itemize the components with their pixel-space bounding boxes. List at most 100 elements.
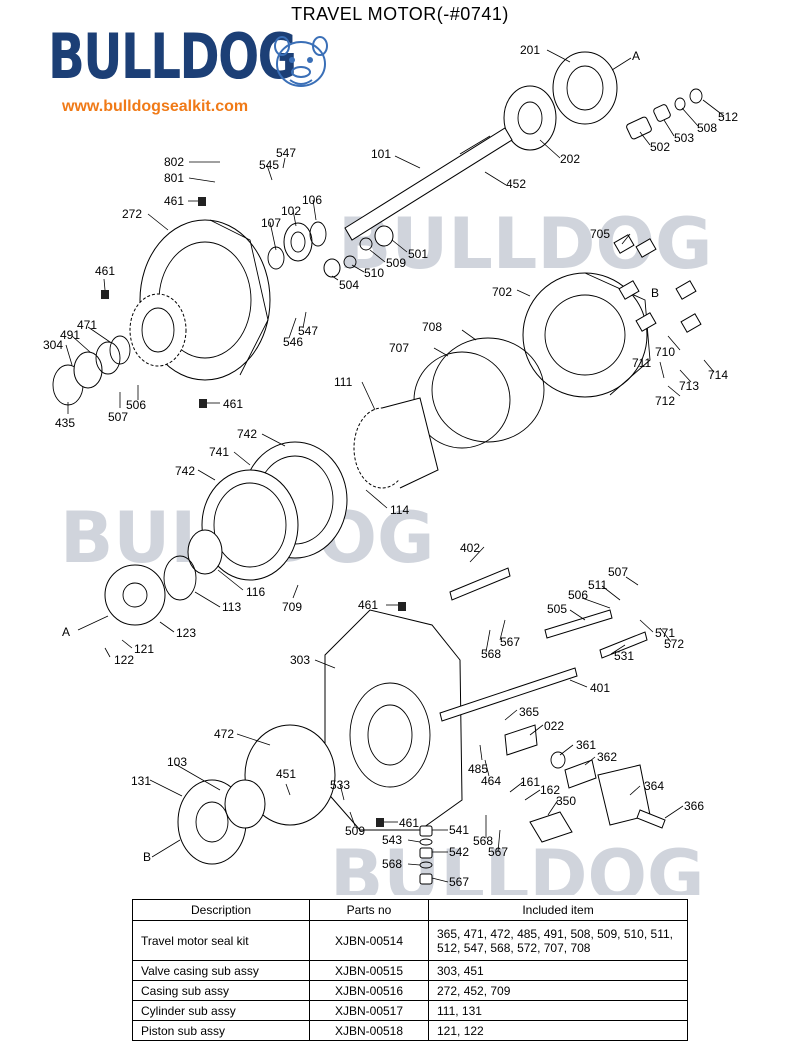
- callout-546: 546: [283, 335, 303, 349]
- callout-350: 350: [556, 794, 576, 808]
- callout-402: 402: [460, 541, 480, 555]
- callout-B: B: [143, 850, 151, 864]
- callout-labels: 201 A 512 508 503 502 202 101 452 802 80…: [43, 43, 738, 889]
- callout-461: 461: [164, 194, 184, 208]
- callout-401: 401: [590, 681, 610, 695]
- table-row: Piston sub assy XJBN-00518 121, 122: [132, 1020, 688, 1041]
- callout-366: 366: [684, 799, 704, 813]
- callout-568: 568: [473, 834, 493, 848]
- table-row: Valve casing sub assy XJBN-00515 303, 45…: [132, 960, 688, 981]
- leader-lines: [65, 49, 725, 883]
- page-title: TRAVEL MOTOR(-#0741): [291, 4, 509, 24]
- parts-705-springs: [613, 234, 702, 333]
- parts-461-plugs: [101, 197, 406, 827]
- cell-parts-no: XJBN-00516: [309, 980, 429, 1001]
- callout-567: 567: [488, 845, 508, 859]
- callout-507: 507: [608, 565, 628, 579]
- callout-123: 123: [176, 626, 196, 640]
- callout-503: 503: [674, 131, 694, 145]
- table-header-row: Description Parts no Included item: [132, 899, 688, 921]
- parts-435-491-471: [52, 335, 131, 406]
- callout-451: 451: [276, 767, 296, 781]
- part-472-gasket: [244, 724, 336, 826]
- callout-509: 509: [345, 824, 365, 838]
- part-702-housing: [522, 272, 651, 398]
- callout-103: 103: [167, 755, 187, 769]
- callout-122: 122: [114, 653, 134, 667]
- callout-131: 131: [131, 774, 151, 788]
- parts-505-531-spools: [544, 609, 648, 659]
- callout-365: 365: [519, 705, 539, 719]
- cell-included-item: 365, 471, 472, 485, 491, 508, 509, 510, …: [428, 920, 688, 961]
- parts-102-106-107: [267, 221, 327, 270]
- callout-741: 741: [209, 445, 229, 459]
- callout-107: 107: [261, 216, 281, 230]
- callout-802: 802: [164, 155, 184, 169]
- watermark-text: BULLDOG: [338, 203, 712, 285]
- callout-502: 502: [650, 140, 670, 154]
- callout-531: 531: [614, 649, 634, 663]
- column-header-parts-no: Parts no: [309, 899, 429, 921]
- callout-702: 702: [492, 285, 512, 299]
- callout-435: 435: [55, 416, 75, 430]
- callout-507: 507: [108, 410, 128, 424]
- cell-description: Casing sub assy: [132, 980, 310, 1001]
- cell-description: Travel motor seal kit: [132, 920, 310, 961]
- callout-541: 541: [449, 823, 469, 837]
- callout-491: 491: [60, 328, 80, 342]
- parts-541-543-stack: [419, 825, 433, 885]
- brand-logo: BULLDOG www.bulldogsealkit.com: [48, 26, 348, 126]
- callout-121: 121: [134, 642, 154, 656]
- cell-parts-no: XJBN-00517: [309, 1000, 429, 1021]
- callout-162: 162: [540, 783, 560, 797]
- callout-114: 114: [390, 503, 409, 517]
- cell-description: Piston sub assy: [132, 1020, 310, 1041]
- callout-508: 508: [697, 121, 717, 135]
- callout-304: 304: [43, 338, 63, 352]
- callout-116: 116: [246, 585, 265, 599]
- callout-504: 504: [339, 278, 359, 292]
- cell-parts-no: XJBN-00515: [309, 960, 429, 981]
- column-header-description: Description: [132, 899, 310, 921]
- callout-501: 501: [408, 247, 428, 261]
- part-304-gear: [129, 293, 187, 367]
- callout-A: A: [632, 49, 640, 63]
- table-row: Casing sub assy XJBN-00516 272, 452, 709: [132, 980, 688, 1001]
- part-202: [503, 85, 557, 151]
- callout-545: 545: [259, 158, 279, 172]
- bulldog-mascot-icon: [274, 36, 328, 87]
- callout-471: 471: [77, 318, 97, 332]
- callout-022: 022: [544, 719, 564, 733]
- callout-461: 461: [95, 264, 115, 278]
- callout-512: 512: [718, 110, 738, 124]
- part-111-cylinder: [353, 397, 439, 489]
- callout-461: 461: [399, 816, 419, 830]
- callout-568: 568: [382, 857, 402, 871]
- cell-included-item: 111, 131: [428, 1000, 688, 1021]
- callout-568: 568: [481, 647, 501, 661]
- parts-131-103: [177, 779, 266, 865]
- watermark-text: BULLDOG: [330, 835, 704, 895]
- callout-712: 712: [655, 394, 675, 408]
- callout-461: 461: [358, 598, 378, 612]
- cell-description: Cylinder sub assy: [132, 1000, 310, 1021]
- callout-505: 505: [547, 602, 567, 616]
- callout-742: 742: [237, 427, 257, 441]
- callout-714: 714: [708, 368, 728, 382]
- callout-506: 506: [126, 398, 146, 412]
- callout-506: 506: [568, 588, 588, 602]
- callout-708: 708: [422, 320, 442, 334]
- callout-742: 742: [175, 464, 195, 478]
- part-303-valve-casing: [324, 609, 463, 831]
- callout-543: 543: [382, 833, 402, 847]
- callout-364: 364: [644, 779, 664, 793]
- callout-A: A: [62, 625, 70, 639]
- callout-101: 101: [371, 147, 391, 161]
- cell-included-item: 121, 122: [428, 1020, 688, 1041]
- callout-272: 272: [122, 207, 142, 221]
- callout-464: 464: [481, 774, 501, 788]
- callout-707: 707: [389, 341, 409, 355]
- callout-705: 705: [590, 227, 610, 241]
- callout-713: 713: [679, 379, 699, 393]
- part-201: [552, 51, 618, 125]
